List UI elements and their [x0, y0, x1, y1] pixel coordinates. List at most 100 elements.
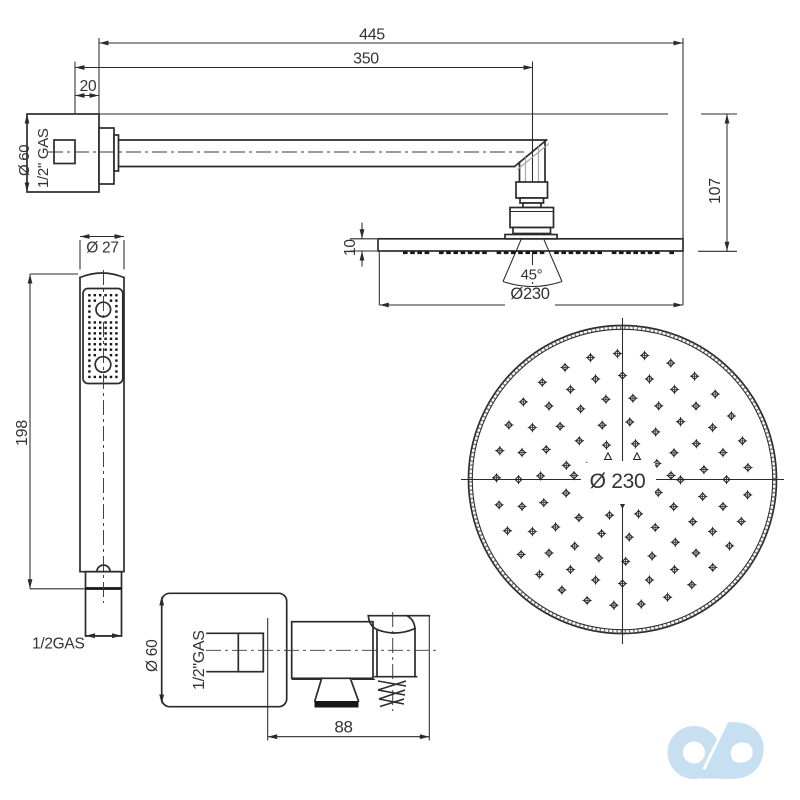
nozzle-cross: [517, 501, 527, 512]
nozzle-cross: [527, 422, 538, 433]
nozzle-cross: [689, 371, 700, 381]
nozzle-icon: [550, 522, 561, 532]
nozzle-icon: [539, 498, 549, 508]
nozzle-cross: [691, 401, 701, 411]
flange-step-ring: [113, 134, 120, 172]
nozzle-icon: [639, 350, 650, 361]
nozzle-icon: [624, 532, 634, 542]
spray-dash: [482, 251, 487, 255]
dimension-arrow: [89, 93, 99, 98]
nozzle-icon: [516, 549, 526, 560]
dimension-arrow: [724, 241, 730, 252]
spray-dot: [104, 332, 107, 335]
nozzle-cross: [621, 556, 631, 567]
nozzle-cross: [527, 526, 538, 537]
spray-dash: [611, 251, 617, 255]
nozzle-cross: [609, 600, 619, 610]
nozzle-icon: [707, 526, 718, 537]
head-rim-outer: [467, 324, 778, 635]
shower-arm: [117, 138, 548, 183]
spray-dot: [93, 348, 96, 351]
nozzle-icon: [669, 448, 679, 458]
spray-dot: [104, 321, 107, 324]
nozzle-cross: [633, 509, 644, 519]
nozzle-cross: [650, 522, 660, 533]
nozzle-cross: [653, 487, 663, 498]
nozzle-icon: [527, 422, 538, 433]
dimension-arrow: [159, 694, 165, 704]
dim-107: 107: [707, 178, 724, 204]
nozzle-icon: [504, 420, 514, 430]
nozzle-cross: [666, 358, 676, 368]
spray-dash: [597, 251, 602, 255]
hose-spring-coils: [377, 680, 407, 708]
nozzle-cross: [669, 448, 679, 458]
spray-dot: [99, 375, 102, 379]
nozzle-icon: [666, 470, 676, 481]
nozzle-icon: [544, 401, 554, 411]
nozzle-cross: [541, 444, 551, 455]
spray-face-dot-grid: [88, 294, 118, 379]
nozzle-cross: [576, 404, 586, 414]
nozzle-cross: [574, 436, 584, 446]
dim-445: 445: [359, 27, 385, 44]
spray-dot: [93, 294, 96, 297]
nozzle-cross: [537, 377, 547, 387]
dim-350: 350: [353, 51, 379, 68]
nozzle-cross: [518, 397, 528, 407]
spray-dot: [93, 299, 96, 302]
nozzle-icon: [669, 384, 680, 395]
spray-dot: [115, 299, 118, 302]
spray-dot: [99, 294, 102, 297]
nozzle-icon: [708, 562, 718, 573]
handshower-holder-bracket: [367, 612, 431, 711]
spray-dot: [88, 315, 91, 319]
nozzle-icon: [597, 420, 607, 430]
nozzle-icon: [654, 401, 664, 411]
spray-dot: [115, 343, 118, 346]
nozzle-icon: [688, 517, 698, 527]
label-spray-angle: 45°: [521, 267, 543, 284]
nozzle-cross: [688, 517, 698, 527]
spray-dot: [104, 343, 107, 346]
spray-dot: [88, 370, 91, 373]
nozzle-cross: [565, 564, 576, 575]
spray-dot: [115, 321, 118, 324]
bracket-sides: [374, 627, 418, 678]
spray-dot: [93, 353, 96, 357]
label-outlet-diameter: Ø 60: [144, 639, 161, 672]
nozzle-icon: [495, 446, 505, 456]
nozzle-cross: [666, 470, 676, 481]
nozzle-icon: [617, 370, 628, 381]
nozzle-icon: [576, 404, 586, 414]
spray-dot: [93, 321, 96, 324]
nozzle-icon: [596, 528, 607, 539]
spray-dot: [115, 337, 118, 340]
nozzle-cross: [669, 502, 679, 512]
nozzle-cross: [561, 488, 571, 498]
nozzle-icon: [669, 502, 679, 512]
nozzle-cross: [601, 394, 611, 404]
spray-dot: [109, 299, 113, 302]
nozzle-icon: [698, 491, 708, 502]
nozzle-icon: [565, 384, 576, 395]
head-face-view: Ø 230: [461, 318, 784, 644]
spray-dash: [446, 251, 451, 255]
spray-dot: [109, 343, 113, 346]
spray-dot: [88, 326, 91, 330]
spray-dash: [554, 251, 559, 255]
nozzle-icon: [561, 460, 571, 470]
nozzle-icon: [699, 464, 709, 475]
nozzle-icon: [557, 585, 567, 595]
nozzle-cross: [628, 393, 638, 403]
spray-dot: [109, 353, 113, 357]
nozzle-cross: [601, 440, 612, 450]
spray-dot: [93, 337, 96, 340]
spray-dot: [99, 332, 102, 335]
spray-dot: [88, 304, 91, 308]
nozzle-cross: [585, 352, 596, 363]
spray-dash: [619, 251, 624, 255]
nozzle-cross: [612, 348, 623, 359]
spray-dot: [88, 332, 91, 335]
spray-dash: [467, 251, 473, 255]
